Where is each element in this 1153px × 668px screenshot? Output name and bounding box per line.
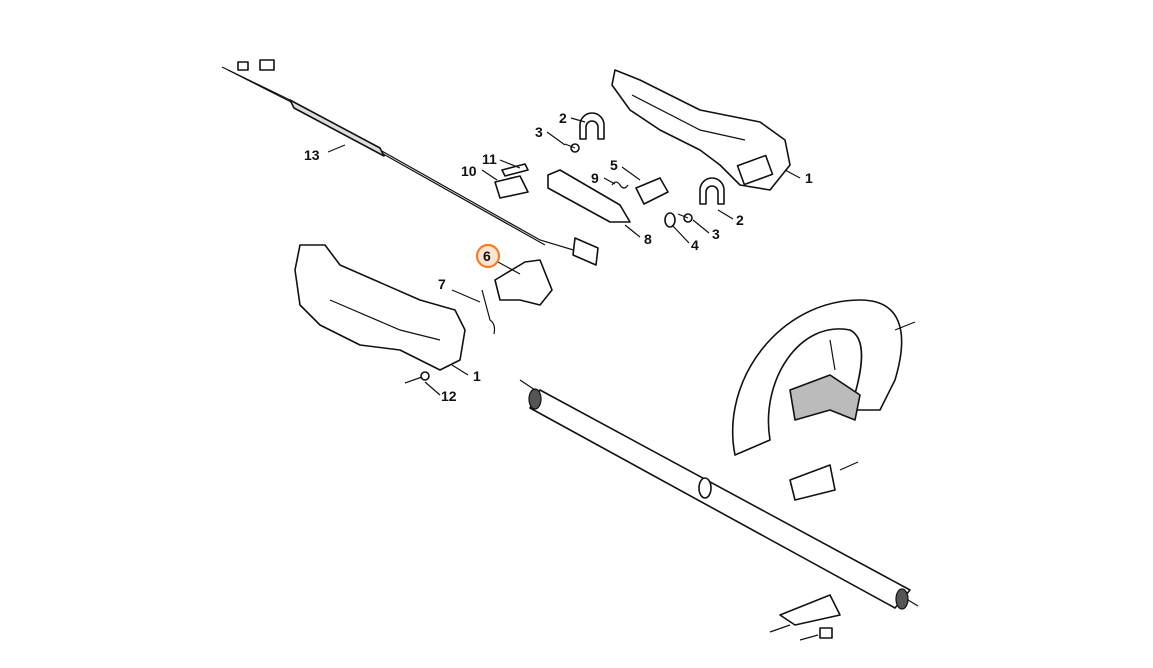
highlight-circle <box>475 243 501 269</box>
callout-11[interactable]: 11 <box>482 151 497 167</box>
loop-handle[interactable] <box>731 299 916 641</box>
callout-labels: 13 11 10 9 5 3 2 1 2 3 4 8 6 7 1 12 <box>304 110 813 404</box>
callout-2[interactable]: 2 <box>559 110 567 126</box>
callout-5[interactable]: 5 <box>610 157 618 173</box>
handle-housing-upper-part-1[interactable] <box>611 69 791 191</box>
ring-part-4[interactable] <box>664 212 676 228</box>
clamp-part-2[interactable] <box>579 112 725 205</box>
callout-6-highlighted[interactable]: 6 <box>483 248 491 264</box>
screw-part-3[interactable] <box>564 143 693 223</box>
callout-12[interactable]: 12 <box>441 388 457 404</box>
leader-lines <box>327 117 801 396</box>
callout-13[interactable]: 13 <box>304 147 320 163</box>
interlock-lever-part-6[interactable] <box>494 259 553 306</box>
spring-part-9[interactable] <box>611 181 629 189</box>
callout-9[interactable]: 9 <box>591 170 599 186</box>
torsion-spring-part-7[interactable] <box>481 289 496 335</box>
switch-part-5[interactable] <box>635 177 669 205</box>
drive-shaft-tube[interactable] <box>519 379 919 610</box>
wiring-harness-part-13[interactable] <box>221 59 599 266</box>
screw-part-12[interactable] <box>404 371 430 384</box>
callout-4[interactable]: 4 <box>691 237 699 253</box>
callout-1[interactable]: 1 <box>805 170 813 186</box>
callout-3[interactable]: 3 <box>535 124 543 140</box>
callout-3[interactable]: 3 <box>712 226 720 242</box>
callout-8[interactable]: 8 <box>644 231 652 247</box>
throttle-lever-part-8[interactable] <box>547 169 631 223</box>
handle-housing-lower-part-1[interactable] <box>294 244 466 371</box>
callout-1[interactable]: 1 <box>473 368 481 384</box>
slide-part-10[interactable] <box>494 175 529 199</box>
callout-2[interactable]: 2 <box>736 212 744 228</box>
plate-part-11[interactable] <box>501 163 529 177</box>
callout-10[interactable]: 10 <box>461 163 477 179</box>
callout-7[interactable]: 7 <box>438 276 446 292</box>
